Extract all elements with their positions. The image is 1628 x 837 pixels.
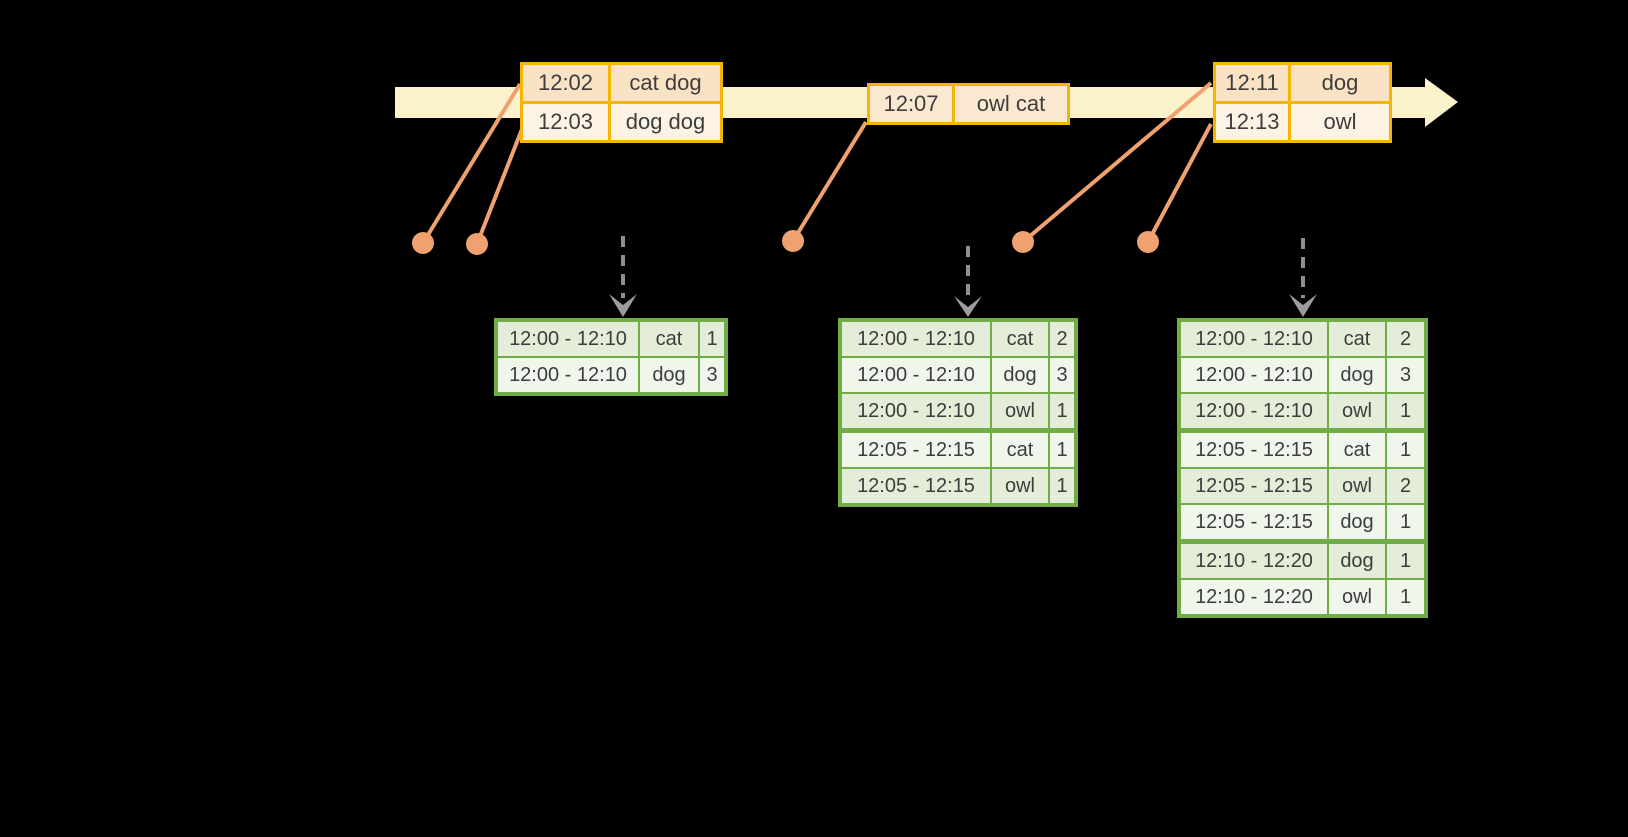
word-cell: owl xyxy=(992,394,1048,428)
table-row: 12:05 - 12:15 cat 1 xyxy=(842,433,1074,467)
event-time-cell: 12:11 xyxy=(1216,65,1288,101)
window-cell: 12:05 - 12:15 xyxy=(842,469,990,503)
event-connector-line xyxy=(421,82,522,245)
word-cell: owl xyxy=(992,469,1048,503)
table-row: 12:00 - 12:10 owl 1 xyxy=(1181,394,1424,428)
event-time-cell: 12:07 xyxy=(870,86,952,122)
window-cell: 12:10 - 12:20 xyxy=(1181,544,1327,578)
window-cell: 12:05 - 12:15 xyxy=(1181,433,1327,467)
window-cell: 12:05 - 12:15 xyxy=(842,433,990,467)
count-cell: 1 xyxy=(1387,505,1424,539)
event-dot xyxy=(466,233,488,255)
table-row: 12:05 - 12:15 cat 1 xyxy=(1181,433,1424,467)
event-connector-line xyxy=(791,120,868,243)
event-connector-line xyxy=(475,123,526,245)
event-table-1: 12:02 cat dog 12:03 dog dog xyxy=(520,62,723,143)
event-table-3: 12:11 dog 12:13 owl xyxy=(1213,62,1392,143)
count-cell: 2 xyxy=(1387,469,1424,503)
word-cell: owl xyxy=(1329,580,1385,614)
timeline-arrowhead-icon xyxy=(1425,78,1458,127)
word-cell: dog xyxy=(640,358,698,392)
window-cell: 12:10 - 12:20 xyxy=(1181,580,1327,614)
event-table-2: 12:07 owl cat xyxy=(867,83,1070,125)
count-cell: 2 xyxy=(1387,322,1424,356)
event-dot xyxy=(412,232,434,254)
count-cell: 1 xyxy=(1387,394,1424,428)
window-cell: 12:00 - 12:10 xyxy=(1181,358,1327,392)
count-cell: 1 xyxy=(1387,433,1424,467)
event-dot xyxy=(1137,231,1159,253)
event-time-cell: 12:13 xyxy=(1216,104,1288,140)
count-cell: 1 xyxy=(1050,394,1074,428)
word-cell: dog xyxy=(1329,358,1385,392)
table-row: 12:00 - 12:10 cat 1 xyxy=(498,322,724,356)
event-words-cell: dog dog xyxy=(611,104,720,140)
table-row: 12:00 - 12:10 cat 2 xyxy=(1181,322,1424,356)
event-words-cell: cat dog xyxy=(611,65,720,101)
count-cell: 1 xyxy=(1387,580,1424,614)
table-row: 12:00 - 12:10 owl 1 xyxy=(842,394,1074,428)
count-cell: 1 xyxy=(700,322,724,356)
word-cell: cat xyxy=(992,433,1048,467)
window-cell: 12:00 - 12:10 xyxy=(842,358,990,392)
window-cell: 12:00 - 12:10 xyxy=(842,322,990,356)
event-words-cell: dog xyxy=(1291,65,1389,101)
result-table-2: 12:00 - 12:10 cat 2 12:00 - 12:10 dog 3 … xyxy=(838,318,1078,507)
table-row: 12:00 - 12:10 cat 2 xyxy=(842,322,1074,356)
window-cell: 12:00 - 12:10 xyxy=(498,358,638,392)
word-cell: cat xyxy=(1329,433,1385,467)
window-cell: 12:05 - 12:15 xyxy=(1181,469,1327,503)
table-row: 12:05 - 12:15 owl 1 xyxy=(842,469,1074,503)
word-cell: owl xyxy=(1329,469,1385,503)
table-row: 12:00 - 12:10 dog 3 xyxy=(842,358,1074,392)
trigger-arrowhead-icon xyxy=(609,294,637,317)
window-cell: 12:00 - 12:10 xyxy=(1181,394,1327,428)
count-cell: 1 xyxy=(1050,469,1074,503)
count-cell: 3 xyxy=(1050,358,1074,392)
event-dot xyxy=(1012,231,1034,253)
table-row: 12:00 - 12:10 dog 3 xyxy=(498,358,724,392)
word-cell: owl xyxy=(1329,394,1385,428)
table-row: 12:05 - 12:15 owl 2 xyxy=(1181,469,1424,503)
count-cell: 2 xyxy=(1050,322,1074,356)
window-cell: 12:05 - 12:15 xyxy=(1181,505,1327,539)
count-cell: 3 xyxy=(700,358,724,392)
word-cell: cat xyxy=(992,322,1048,356)
table-row: 12:05 - 12:15 dog 1 xyxy=(1181,505,1424,539)
event-connector-line xyxy=(1146,123,1213,243)
count-cell: 3 xyxy=(1387,358,1424,392)
table-row: 12:10 - 12:20 dog 1 xyxy=(1181,544,1424,578)
event-time-cell: 12:03 xyxy=(523,104,608,140)
word-cell: dog xyxy=(992,358,1048,392)
event-dot xyxy=(782,230,804,252)
word-cell: cat xyxy=(640,322,698,356)
count-cell: 1 xyxy=(1387,544,1424,578)
trigger-arrowhead-icon xyxy=(954,296,982,317)
window-cell: 12:00 - 12:10 xyxy=(1181,322,1327,356)
window-cell: 12:00 - 12:10 xyxy=(842,394,990,428)
event-connector-line xyxy=(1021,81,1213,244)
table-row: 12:10 - 12:20 owl 1 xyxy=(1181,580,1424,614)
result-table-1: 12:00 - 12:10 cat 1 12:00 - 12:10 dog 3 xyxy=(494,318,728,396)
word-cell: dog xyxy=(1329,505,1385,539)
table-row: 12:00 - 12:10 dog 3 xyxy=(1181,358,1424,392)
event-words-cell: owl xyxy=(1291,104,1389,140)
trigger-arrowhead-icon xyxy=(1289,294,1317,317)
event-time-cell: 12:02 xyxy=(523,65,608,101)
word-cell: cat xyxy=(1329,322,1385,356)
event-words-cell: owl cat xyxy=(955,86,1067,122)
result-table-3: 12:00 - 12:10 cat 2 12:00 - 12:10 dog 3 … xyxy=(1177,318,1428,618)
word-cell: dog xyxy=(1329,544,1385,578)
window-cell: 12:00 - 12:10 xyxy=(498,322,638,356)
count-cell: 1 xyxy=(1050,433,1074,467)
